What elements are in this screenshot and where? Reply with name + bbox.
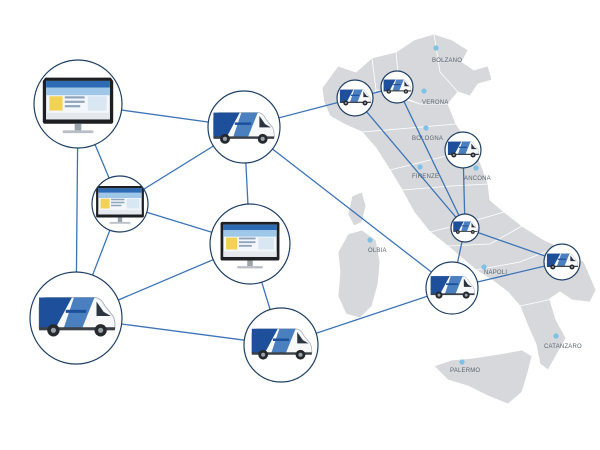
node-van-map-1	[336, 79, 374, 117]
city-label-firenze: FIRENZE	[412, 174, 439, 180]
city-label-catanzaro: CATANZARO	[544, 344, 582, 350]
node-van-map-5	[425, 261, 479, 315]
edge	[243, 126, 453, 289]
city-dot-catanzaro	[553, 333, 559, 339]
city-dot-firenze	[417, 164, 423, 170]
city-dot-verona	[421, 88, 427, 94]
node-van-2	[29, 271, 123, 365]
edge	[396, 86, 466, 229]
city-dot-olbia	[367, 237, 373, 243]
node-van-map-6	[543, 243, 581, 281]
city-label-ancona: ANCONA	[464, 176, 491, 182]
node-website-monitor-2	[91, 175, 149, 233]
city-dot-palermo	[459, 359, 465, 365]
city-labels: BOLZANO VERONA BOLOGNA FIRENZE ANCONA OL…	[368, 58, 582, 374]
node-website-monitor-3	[209, 203, 291, 285]
italy-map	[321, 33, 597, 405]
city-label-bolzano: BOLZANO	[432, 58, 462, 64]
node-van-3	[243, 307, 319, 383]
city-label-napoli: NAPOLI	[484, 270, 507, 276]
edge	[354, 97, 466, 229]
city-label-verona: VERONA	[422, 100, 449, 106]
map-sicily	[433, 349, 533, 405]
city-label-palermo: PALERMO	[450, 368, 480, 374]
node-van-map-4	[450, 213, 480, 243]
city-markers	[367, 45, 559, 365]
node-van-map-3	[444, 131, 482, 169]
map-sardinia	[337, 229, 381, 319]
city-dot-bologna	[423, 125, 429, 131]
node-van-1	[207, 90, 281, 164]
node-website-monitor-1	[33, 59, 123, 149]
city-dot-napoli	[481, 264, 487, 270]
city-dot-bolzano	[433, 45, 439, 51]
city-dot-ancona	[473, 165, 479, 171]
city-label-bologna: BOLOGNA	[412, 136, 443, 142]
node-van-map-2	[380, 70, 414, 104]
city-label-olbia: OLBIA	[368, 248, 387, 254]
